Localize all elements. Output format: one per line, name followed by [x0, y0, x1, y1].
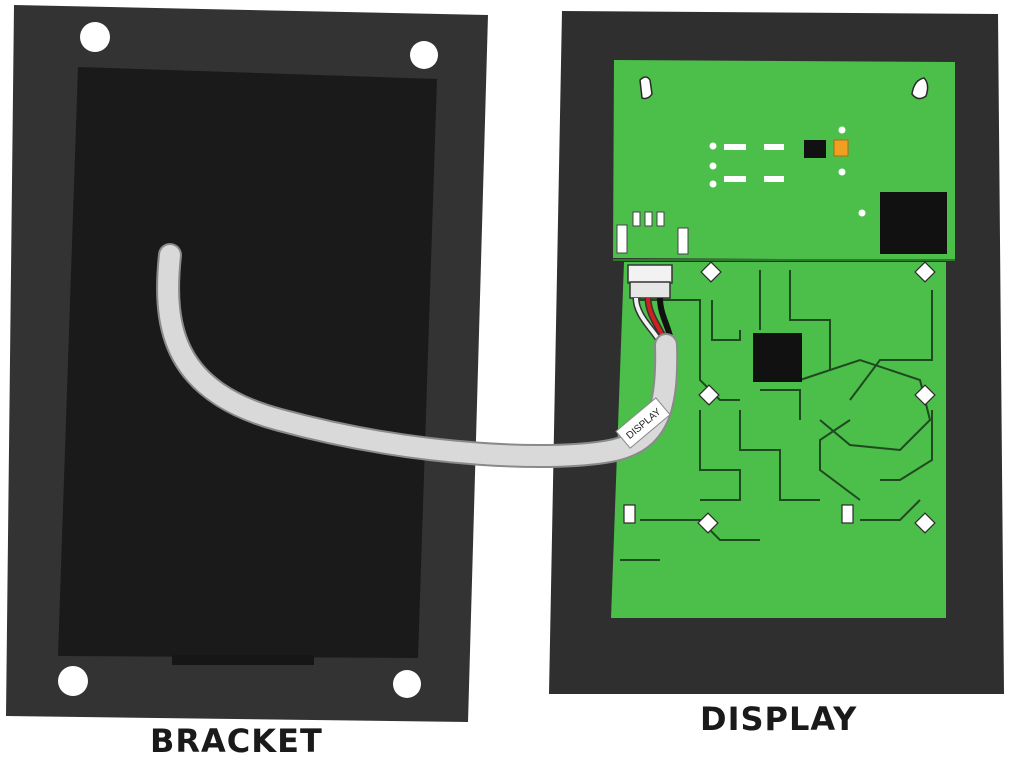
large-chip-upper [880, 192, 947, 254]
mounting-clip-right [911, 77, 929, 100]
connector-header [616, 211, 689, 255]
bracket [6, 5, 488, 722]
bracket-mounting-hole-bottom-left [58, 666, 88, 696]
bracket-caption: BRACKET [150, 722, 323, 760]
bracket-mounting-hole-bottom-right [393, 670, 421, 698]
square-pads [623, 504, 854, 524]
smd-components [709, 126, 866, 217]
bracket-recess [58, 67, 437, 658]
display-caption: DISPLAY [700, 700, 858, 738]
lower-pcb [611, 262, 946, 618]
pcb-trace-loop [799, 358, 932, 452]
large-chip-lower [753, 333, 802, 382]
bracket-mounting-hole-top-right [410, 41, 438, 69]
small-chip [804, 140, 826, 158]
display [549, 11, 1004, 694]
mounting-clip-left [639, 76, 653, 100]
diamond-pads [697, 261, 936, 534]
cable-connector [627, 264, 673, 299]
upper-pcb [613, 60, 955, 260]
bracket-recess-notch [172, 655, 314, 665]
bracket-mounting-hole-top-left [80, 22, 110, 52]
diagram-stage: DISPLAY BRACKET DISPLAY [6, 5, 1004, 760]
capacitor [833, 139, 849, 157]
assembly-diagram: DISPLAY [6, 5, 1004, 722]
